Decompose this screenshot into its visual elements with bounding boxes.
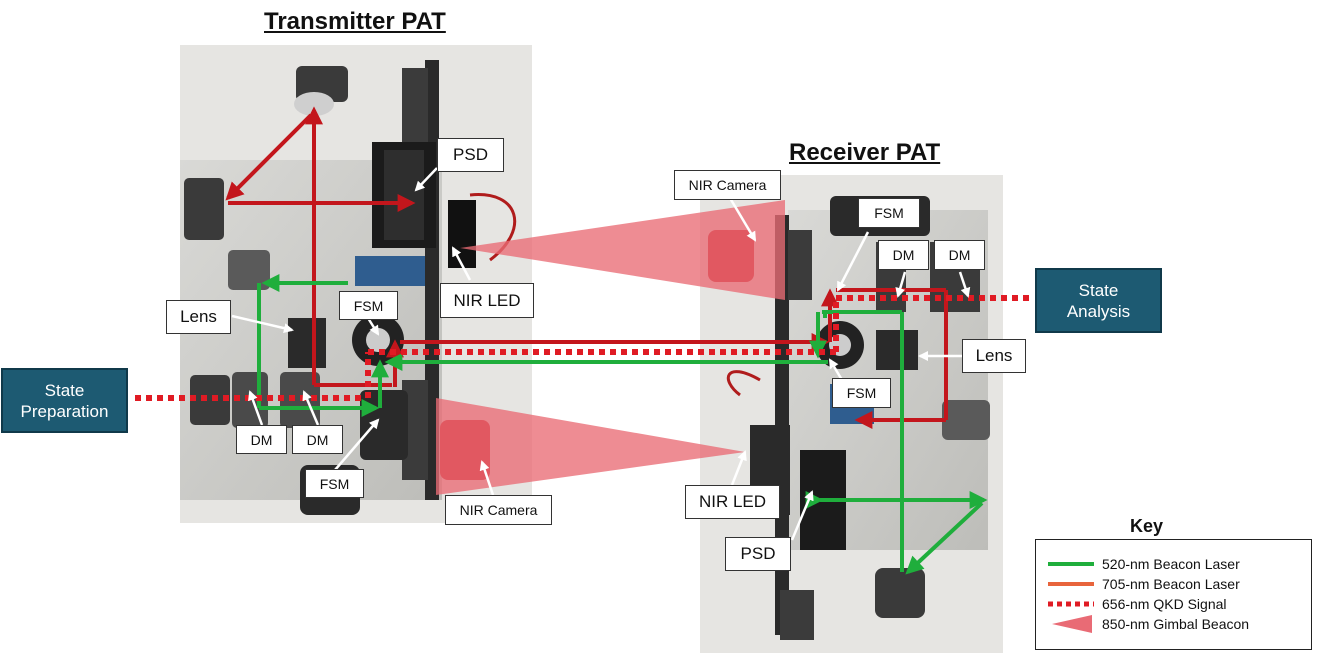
solid-green-line-icon [1048,562,1094,566]
state-analysis-line2: Analysis [1066,301,1131,321]
gimbal-beacon-wedge-rx-to-tx [436,398,745,495]
rx-fsm-top-label: FSM [858,198,920,228]
key-item-656nm: 656-nm QKD Signal [1048,594,1227,614]
transmitter-green-beam [257,274,828,417]
rx-psd-label: PSD [725,537,791,571]
dotted-red-line-icon [1048,601,1094,607]
receiver-green-beam [805,310,988,575]
key-label-705nm: 705-nm Beacon Laser [1102,576,1240,592]
wedge-icon [1052,615,1092,633]
state-analysis-box: State Analysis [1035,268,1162,333]
tx-lens-label: Lens [166,300,231,334]
tx-fsm-top-label: FSM [339,291,398,320]
tx-dm-right-label: DM [292,425,343,454]
tx-nir-camera-label: NIR Camera [445,495,552,525]
tx-fsm-bottom-label: FSM [305,469,364,498]
transmitter-title: Transmitter PAT [264,8,446,35]
rx-nir-camera-label: NIR Camera [674,170,781,200]
rx-fsm-mid-label: FSM [832,378,891,408]
state-preparation-line2: Preparation [20,401,109,421]
key-item-850nm: 850-nm Gimbal Beacon [1048,614,1249,634]
state-preparation-box: State Preparation [1,368,128,433]
rx-nir-led-label: NIR LED [685,485,780,519]
rx-lens-label: Lens [962,339,1026,373]
key-title: Key [1130,516,1164,536]
rx-dm-right-label: DM [934,240,985,270]
tx-nir-led-label: NIR LED [440,283,534,318]
label-pointers [231,167,971,541]
key-label-520nm: 520-nm Beacon Laser [1102,556,1240,572]
gimbal-beacon-wedge-tx-to-rx [460,200,785,300]
rx-dm-left-label: DM [878,240,929,270]
state-preparation-line1: State [44,380,85,400]
key-item-520nm: 520-nm Beacon Laser [1048,554,1240,574]
key-label-656nm: 656-nm QKD Signal [1102,596,1227,612]
key-label-850nm: 850-nm Gimbal Beacon [1102,616,1250,632]
key-legend: 520-nm Beacon Laser 705-nm Beacon Laser … [1035,539,1312,650]
key-item-705nm: 705-nm Beacon Laser [1048,574,1240,594]
tx-psd-label: PSD [437,138,504,172]
tx-dm-left-label: DM [236,425,287,454]
solid-orange-line-icon [1048,582,1094,586]
receiver-title: Receiver PAT [789,139,941,166]
state-analysis-line1: State [1078,280,1119,300]
